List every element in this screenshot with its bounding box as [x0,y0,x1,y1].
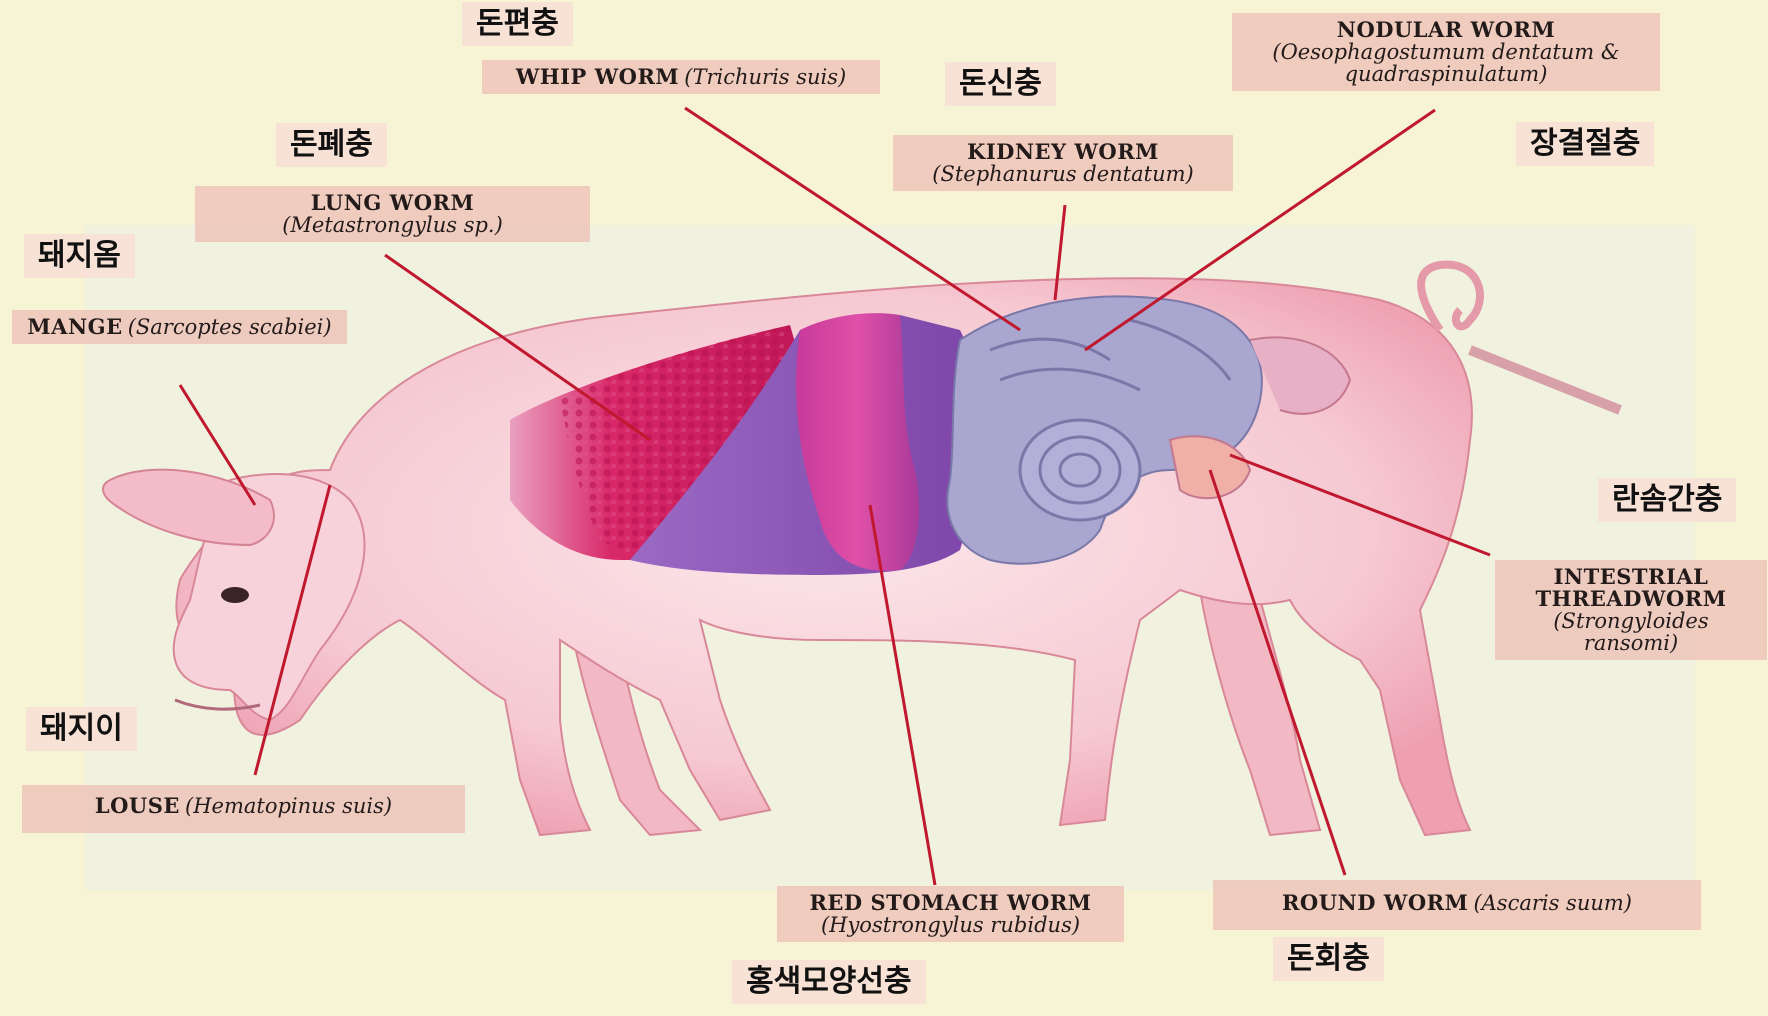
korean-label-round: 돈회충 [1273,937,1384,981]
korean-label-threadworm: 란솜간충 [1598,478,1736,522]
label-whip-worm: WHIP WORM (Trichuris suis) [482,60,880,94]
pig-tail [1421,265,1480,330]
label-mange: MANGE (Sarcoptes scabiei) [12,310,347,344]
label-louse: LOUSE (Hematopinus suis) [22,785,465,833]
label-lung-worm: LUNG WORM (Metastrongylus sp.) [195,186,590,242]
label-nodular-worm: NODULAR WORM (Oesophagostumum dentatum &… [1232,13,1660,91]
pig-eye [221,587,249,603]
korean-label-mange: 돼지옴 [24,234,135,278]
label-red-stomach-worm: RED STOMACH WORM (Hyostrongylus rubidus) [777,886,1124,942]
korean-label-lung: 돈폐충 [276,123,387,167]
korean-label-whip: 돈편충 [462,2,573,46]
label-threadworm: INTESTRIAL THREADWORM (Strongyloides ran… [1495,560,1767,660]
label-kidney-worm: KIDNEY WORM (Stephanurus dentatum) [893,135,1233,191]
korean-label-kidney: 돈신충 [945,62,1056,106]
korean-label-louse: 돼지이 [26,707,137,751]
label-round-worm: ROUND WORM (Ascaris suum) [1213,880,1701,930]
korean-label-redstomach: 홍색모양선충 [732,960,926,1004]
korean-label-nodular: 장결절충 [1516,122,1654,166]
